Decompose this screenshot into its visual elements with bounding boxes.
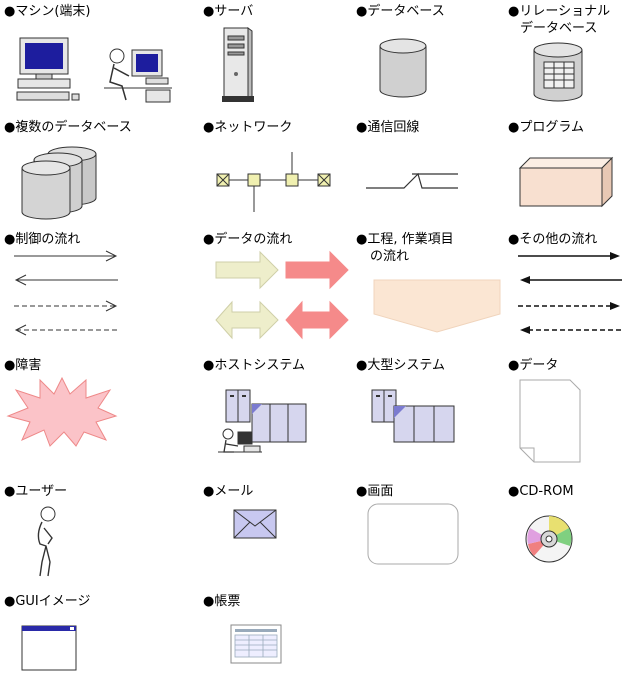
failure-label: ●障害 — [4, 358, 42, 373]
failure-burst-icon — [6, 376, 118, 448]
database-label: ●データベース — [356, 4, 445, 19]
control-flow-arrows-icon — [12, 248, 120, 340]
network-label: ●ネットワーク — [203, 120, 293, 135]
multi-db-label: ●複数のデータベース — [4, 120, 132, 135]
other-flow-label: ●その他の流れ — [508, 232, 598, 247]
data-document-icon — [516, 378, 586, 470]
host-system-label: ●ホストシステム — [203, 358, 305, 373]
machine-label: ●マシン(端末) — [4, 4, 91, 19]
mail-envelope-icon — [232, 508, 278, 540]
other-flow-arrows-icon — [516, 248, 623, 340]
gui-image-label: ●GUIイメージ — [4, 594, 91, 609]
screen-rounded-rect-icon — [366, 502, 460, 566]
screen-label: ●画面 — [356, 484, 394, 499]
relational-database-icon — [532, 42, 584, 104]
process-flow-icon — [372, 278, 502, 334]
process-label-1: ●工程, 作業項目 — [356, 232, 454, 247]
database-icon — [378, 38, 428, 100]
gui-window-icon — [20, 624, 78, 672]
user-figure-icon — [28, 504, 64, 580]
form-label: ●帳票 — [203, 594, 241, 609]
rdb-label-2: データベース — [520, 21, 598, 36]
multiple-databases-icon — [20, 144, 100, 224]
comm-line-label: ●通信回線 — [356, 120, 420, 135]
communication-line-icon — [366, 170, 458, 194]
cdrom-disc-icon — [524, 514, 574, 564]
mail-label: ●メール — [203, 484, 254, 499]
data-flow-label: ●データの流れ — [203, 232, 293, 247]
data-flow-arrows-icon — [214, 250, 354, 342]
machine-terminal-icon — [14, 34, 174, 106]
cdrom-label: ●CD-ROM — [508, 484, 574, 499]
program-label: ●プログラム — [508, 120, 584, 135]
data-label: ●データ — [508, 358, 559, 373]
user-label: ●ユーザー — [4, 484, 68, 499]
form-sheet-icon — [230, 624, 282, 664]
host-system-icon — [218, 386, 310, 458]
rdb-label-1: ●リレーショナル — [508, 4, 611, 19]
network-icon — [214, 150, 334, 214]
large-system-icon — [370, 386, 462, 446]
program-icon — [518, 156, 614, 208]
large-system-label: ●大型システム — [356, 358, 445, 373]
server-icon — [220, 26, 256, 104]
control-flow-label: ●制御の流れ — [4, 232, 81, 247]
process-label-2: の流れ — [370, 249, 410, 264]
server-label: ●サーバ — [203, 4, 254, 19]
